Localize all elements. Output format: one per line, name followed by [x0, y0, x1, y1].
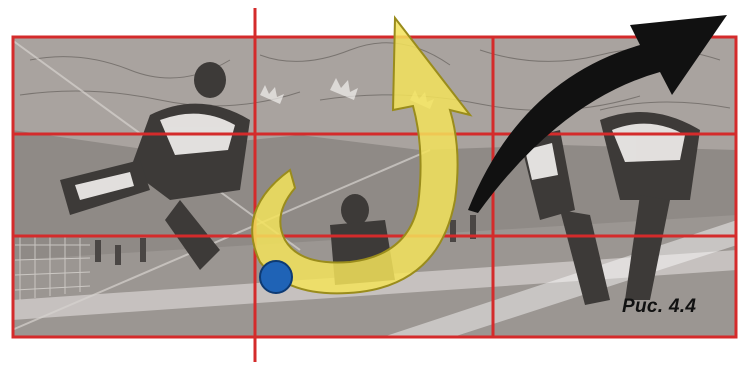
- figure-caption: Рис. 4.4: [622, 296, 696, 318]
- ball: [260, 261, 292, 293]
